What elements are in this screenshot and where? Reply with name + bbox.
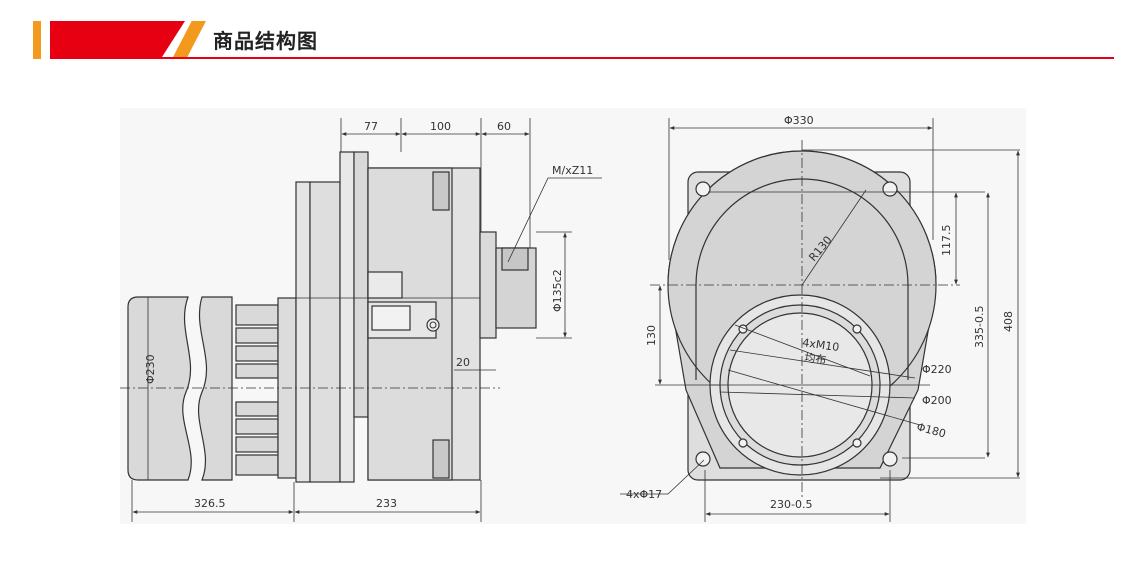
dim-holes-m10: 4xM10 [802, 336, 840, 354]
dim-326-5: 326.5 [194, 497, 226, 510]
shaft-key [501, 247, 529, 271]
gearbox-window [367, 271, 403, 299]
dim-60: 60 [497, 120, 511, 133]
flange-3 [339, 151, 355, 483]
dim-77: 77 [364, 120, 378, 133]
red-accent-bar [50, 21, 185, 59]
dim-holes-equal: 均布 [804, 351, 828, 367]
dim-335: 335-0.5 [973, 306, 986, 348]
dim-20: 20 [456, 356, 470, 369]
dim-dia200: Φ200 [922, 394, 952, 407]
dim-230: 230-0.5 [770, 498, 812, 511]
dim-100: 100 [430, 120, 451, 133]
dim-130: 130 [645, 325, 658, 346]
side-view [120, 118, 602, 522]
orange-accent-bar [33, 21, 41, 59]
dim-dia230: Φ230 [144, 354, 157, 384]
output-flange [479, 231, 497, 339]
dim-dia220: Φ220 [922, 363, 952, 376]
flange-1 [295, 181, 311, 483]
section-title: 商品结构图 [213, 29, 318, 53]
motor-body-right [197, 296, 233, 481]
front-view [620, 118, 1020, 522]
section-header: 商品结构图 [0, 0, 1145, 64]
dim-dia330: Φ330 [784, 114, 814, 127]
technical-drawing: 77 100 60 M/xZ11 Φ135c2 20 Φ230 326.5 23… [120, 114, 1020, 522]
motor-body [127, 296, 192, 481]
header-underline [50, 57, 1114, 59]
motor-fins [235, 304, 279, 476]
mounting-holes [695, 181, 898, 467]
gearbox-slot-inner [371, 305, 411, 331]
gearbox-bolt-top [432, 171, 450, 211]
dim-shaft-dia: Φ135c2 [551, 269, 564, 312]
dim-holes-17: 4xΦ17 [626, 488, 662, 501]
dim-thread: M/xZ11 [552, 164, 593, 177]
dim-dia180: Φ180 [915, 420, 947, 440]
dim-117-5: 117.5 [940, 225, 953, 257]
dim-233: 233 [376, 497, 397, 510]
gearbox-screw [426, 318, 440, 332]
gearbox-bolt-bottom [432, 439, 450, 479]
flange-2 [309, 181, 341, 483]
dim-408: 408 [1002, 311, 1015, 332]
structure-drawing-panel: 77 100 60 M/xZ11 Φ135c2 20 Φ230 326.5 23… [120, 108, 1026, 524]
flange-4 [353, 151, 369, 418]
